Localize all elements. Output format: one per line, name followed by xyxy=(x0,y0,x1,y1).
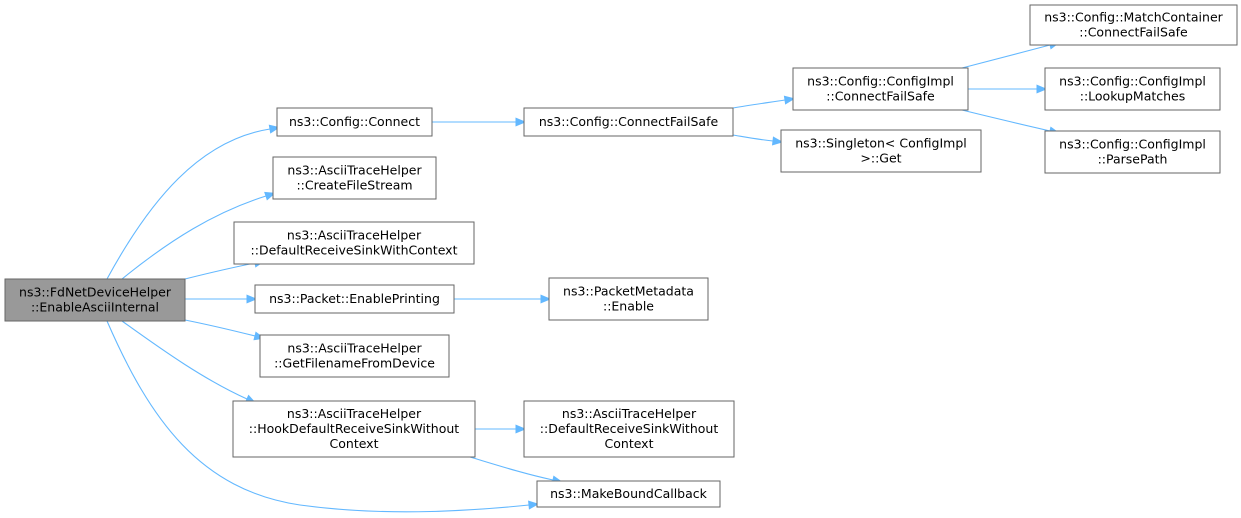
edge-line xyxy=(184,262,256,280)
node-label: ns3::PacketMetadata xyxy=(563,284,694,299)
edge-configConnectFailSafe-to-singletonGet xyxy=(732,134,784,146)
node-configImplConnectFailSafe[interactable]: ns3::Config::ConfigImpl::ConnectFailSafe xyxy=(792,67,969,111)
node-label: ns3::Config::ConfigImpl xyxy=(1059,74,1206,89)
node-box xyxy=(276,107,433,137)
node-defaultReceiveSinkWithContext[interactable]: ns3::AsciiTraceHelper::DefaultReceiveSin… xyxy=(233,221,475,265)
node-label: ::ConnectFailSafe xyxy=(1079,25,1188,40)
node-label: ns3::AsciiTraceHelper xyxy=(562,406,697,421)
node-box xyxy=(4,278,186,322)
node-label: ::DefaultReceiveSinkWithContext xyxy=(251,243,458,258)
node-label: ::CreateFileStream xyxy=(296,178,412,193)
node-lookupMatches[interactable]: ns3::Config::ConfigImpl::LookupMatches xyxy=(1044,67,1221,111)
node-box xyxy=(232,400,476,458)
edge-enableAsciiInternal-to-packetEnablePrinting xyxy=(185,294,258,304)
node-label: >::Get xyxy=(860,151,901,166)
arrowhead-icon xyxy=(264,191,276,201)
arrowhead-icon xyxy=(528,500,540,510)
node-label: ns3::Packet::EnablePrinting xyxy=(269,291,440,306)
edge-enableAsciiInternal-to-configConnect xyxy=(106,124,281,280)
node-matchContainerConnectFailSafe[interactable]: ns3::Config::MatchContainer::ConnectFail… xyxy=(1029,4,1238,46)
node-box xyxy=(548,277,709,321)
node-box xyxy=(1044,67,1221,111)
node-configConnect[interactable]: ns3::Config::Connect xyxy=(276,107,433,137)
arrowhead-icon xyxy=(246,294,258,304)
node-box xyxy=(523,107,734,137)
edge-line xyxy=(106,128,271,280)
node-label: ns3::Config::ConnectFailSafe xyxy=(539,114,719,129)
node-label: ::HookDefaultReceiveSinkWithout xyxy=(249,421,459,436)
node-hookDefaultReceiveSinkWithoutContext[interactable]: ns3::AsciiTraceHelper::HookDefaultReceiv… xyxy=(232,400,476,458)
node-box xyxy=(233,221,475,265)
node-label: ns3::Config::Connect xyxy=(289,114,420,129)
edge-configConnectFailSafe-to-configImplConnectFailSafe xyxy=(732,95,796,109)
node-label: ::EnableAsciiInternal xyxy=(31,300,159,315)
edge-enableAsciiInternal-to-getFilenameFromDevice xyxy=(184,319,265,341)
node-label: ns3::AsciiTraceHelper xyxy=(287,163,422,178)
arrowhead-icon xyxy=(1036,84,1048,94)
arrowhead-icon xyxy=(771,136,784,146)
node-label: ns3::MakeBoundCallback xyxy=(550,486,708,501)
node-label: Context xyxy=(330,436,379,451)
edge-line xyxy=(732,134,774,142)
node-box xyxy=(254,284,455,314)
edge-line xyxy=(961,109,1051,132)
edge-enableAsciiInternal-to-createFileStream xyxy=(121,191,276,280)
edge-hookDefaultReceiveSinkWithoutContext-to-makeBoundCallback xyxy=(469,456,564,485)
edge-line xyxy=(961,44,1051,69)
edge-line xyxy=(469,456,554,481)
node-label: Context xyxy=(605,436,654,451)
edge-hookDefaultReceiveSinkWithoutContext-to-defaultReceiveSinkWithoutContext xyxy=(475,424,527,434)
node-box xyxy=(259,334,450,378)
node-getFilenameFromDevice[interactable]: ns3::AsciiTraceHelper::GetFilenameFromDe… xyxy=(259,334,450,378)
node-box xyxy=(780,129,982,173)
edge-line xyxy=(184,319,256,337)
arrowhead-icon xyxy=(515,424,527,434)
edge-line xyxy=(121,195,267,280)
edge-line xyxy=(121,320,248,400)
edge-configConnect-to-configConnectFailSafe xyxy=(432,117,527,127)
node-box xyxy=(1044,130,1221,174)
node-label: ns3::Config::ConfigImpl xyxy=(807,74,954,89)
node-box xyxy=(792,67,969,111)
node-label: ::Enable xyxy=(603,299,654,314)
node-label: ns3::Config::ConfigImpl xyxy=(1059,137,1206,152)
node-defaultReceiveSinkWithoutContext[interactable]: ns3::AsciiTraceHelper::DefaultReceiveSin… xyxy=(523,400,735,458)
node-label: ::GetFilenameFromDevice xyxy=(274,356,435,371)
node-enableAsciiInternal: ns3::FdNetDeviceHelper::EnableAsciiInter… xyxy=(4,278,186,322)
edge-line xyxy=(732,99,786,109)
arrowhead-icon xyxy=(515,117,527,127)
edge-configImplConnectFailSafe-to-lookupMatches xyxy=(968,84,1048,94)
node-createFileStream[interactable]: ns3::AsciiTraceHelper::CreateFileStream xyxy=(272,156,437,200)
node-box xyxy=(272,156,437,200)
edge-enableAsciiInternal-to-makeBoundCallback xyxy=(106,320,540,513)
node-label: ::DefaultReceiveSinkWithout xyxy=(540,421,719,436)
node-configConnectFailSafe[interactable]: ns3::Config::ConnectFailSafe xyxy=(523,107,734,137)
node-label: ns3::Config::MatchContainer xyxy=(1044,10,1223,25)
edge-packetEnablePrinting-to-packetMetadataEnable xyxy=(454,294,552,304)
node-singletonGet[interactable]: ns3::Singleton< ConfigImpl>::Get xyxy=(780,129,982,173)
node-makeBoundCallback[interactable]: ns3::MakeBoundCallback xyxy=(536,480,721,508)
node-label: ::ConnectFailSafe xyxy=(826,89,935,104)
node-label: ns3::Singleton< ConfigImpl xyxy=(795,136,967,151)
node-box xyxy=(1029,4,1238,46)
arrowhead-icon xyxy=(540,294,552,304)
node-packetMetadataEnable[interactable]: ns3::PacketMetadata::Enable xyxy=(548,277,709,321)
node-box xyxy=(536,480,721,508)
node-label: ::LookupMatches xyxy=(1080,89,1186,104)
arrowhead-icon xyxy=(783,95,796,105)
node-parsePath[interactable]: ns3::Config::ConfigImpl::ParsePath xyxy=(1044,130,1221,174)
node-label: ns3::AsciiTraceHelper xyxy=(287,341,422,356)
node-label: ns3::FdNetDeviceHelper xyxy=(19,285,172,300)
node-layer: ns3::FdNetDeviceHelper::EnableAsciiInter… xyxy=(4,4,1238,508)
node-label: ::ParsePath xyxy=(1098,152,1168,167)
edge-layer xyxy=(106,40,1061,513)
edge-line xyxy=(106,320,530,513)
node-box xyxy=(523,400,735,458)
node-label: ns3::AsciiTraceHelper xyxy=(287,228,422,243)
node-label: ns3::AsciiTraceHelper xyxy=(287,406,422,421)
node-packetEnablePrinting[interactable]: ns3::Packet::EnablePrinting xyxy=(254,284,455,314)
arrowhead-icon xyxy=(268,124,281,134)
